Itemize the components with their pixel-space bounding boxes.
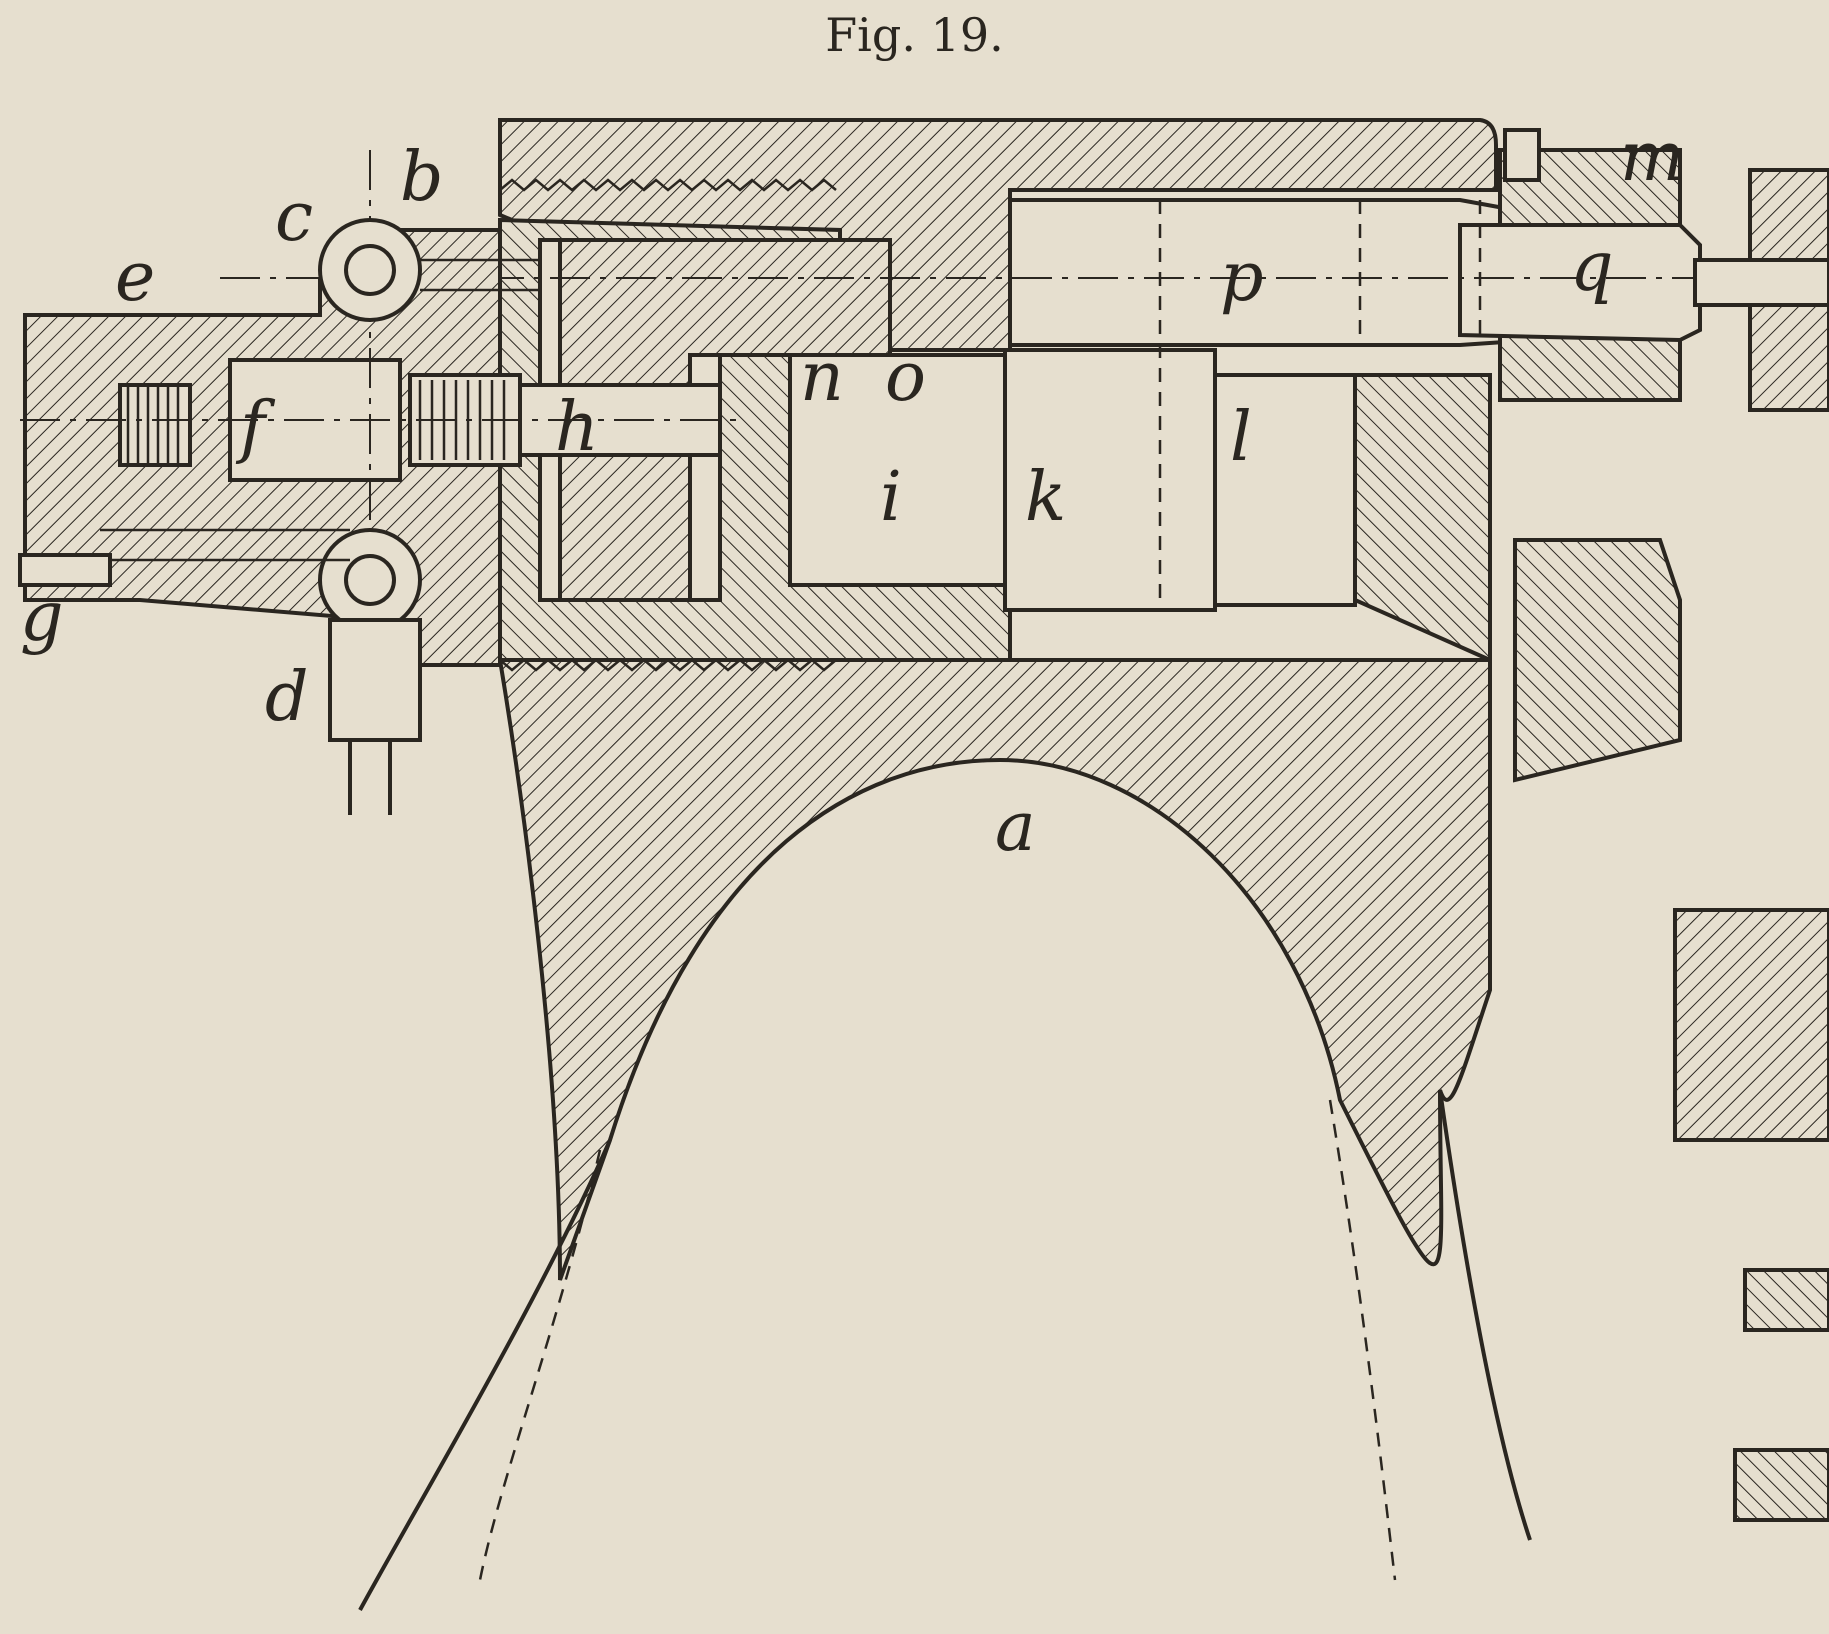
housing-thread-top bbox=[499, 178, 837, 192]
label-a: a bbox=[995, 788, 1036, 867]
air-passages bbox=[100, 258, 540, 562]
label-i: i bbox=[880, 458, 902, 537]
label-n: n bbox=[800, 338, 844, 417]
label-p: p bbox=[1220, 238, 1264, 317]
inlet-pipe bbox=[348, 740, 392, 815]
figure-title: Fig. 19. bbox=[825, 8, 1004, 62]
chamber-k bbox=[1003, 348, 1217, 612]
handle-right-hidden bbox=[1328, 1099, 1397, 1581]
valve-spring-left bbox=[118, 383, 192, 467]
pivot-lower-inner bbox=[344, 554, 396, 606]
ram-dashes bbox=[1158, 200, 1482, 600]
label-d: d bbox=[265, 658, 309, 737]
handle-left-outline bbox=[358, 1139, 612, 1611]
exhaust-g bbox=[18, 553, 112, 587]
label-q: q bbox=[1570, 228, 1614, 307]
chamber-l-wall bbox=[1353, 373, 1492, 664]
label-g: g bbox=[20, 578, 64, 657]
inlet-nipple-d bbox=[328, 618, 422, 742]
housing-thread-bottom bbox=[499, 658, 837, 672]
handle-left-hidden bbox=[478, 1149, 602, 1581]
label-m: m bbox=[1620, 118, 1684, 197]
fragment-mid-right bbox=[1513, 538, 1682, 783]
frame-body bbox=[497, 658, 1492, 1281]
handle-right-outline bbox=[1438, 1089, 1532, 1541]
pivot-lower-outer bbox=[318, 528, 422, 632]
label-o: o bbox=[885, 338, 926, 417]
fragment-bottom-right bbox=[1733, 1268, 1829, 1522]
chamber-i bbox=[788, 353, 1007, 587]
label-e: e bbox=[115, 238, 155, 317]
die-q bbox=[1458, 223, 1702, 343]
label-l: l bbox=[1230, 398, 1252, 477]
fragment-rod bbox=[1693, 258, 1829, 307]
label-k: k bbox=[1025, 458, 1066, 537]
pivot-upper-inner bbox=[344, 244, 396, 296]
pivot-upper-outer bbox=[318, 218, 422, 322]
set-screw-m bbox=[1503, 128, 1541, 182]
label-c: c bbox=[275, 178, 313, 257]
label-b: b bbox=[400, 138, 444, 217]
fragment-lower-right bbox=[1673, 908, 1829, 1142]
label-h: h bbox=[555, 388, 599, 467]
